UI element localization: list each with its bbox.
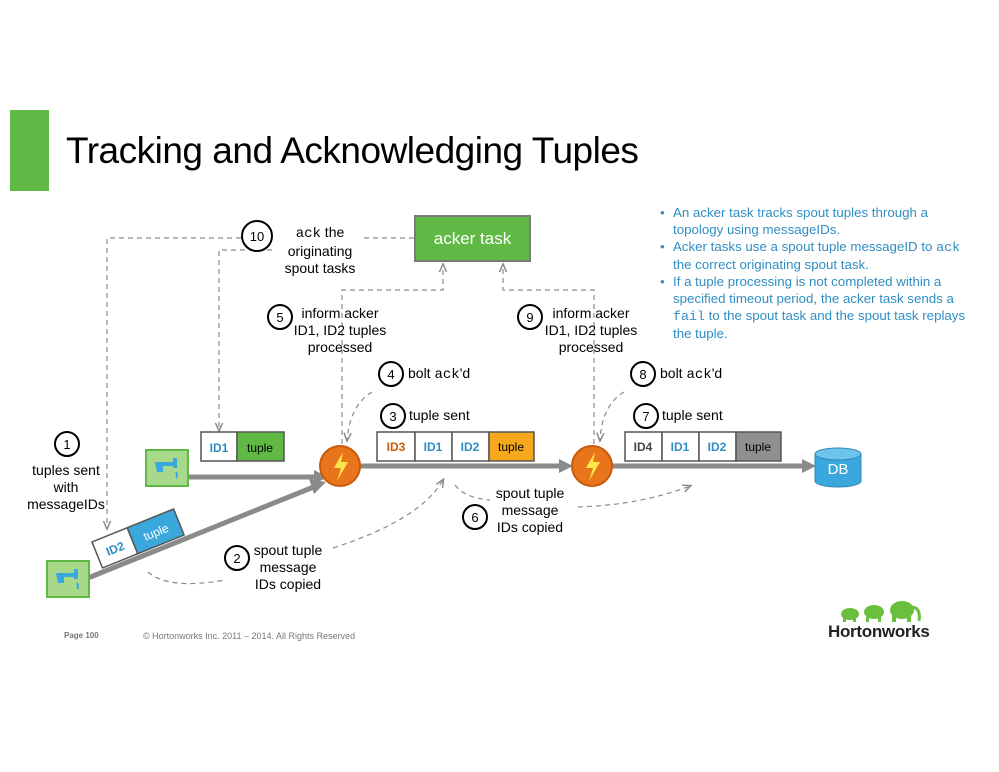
bullet-3: If a tuple processing is not completed w… (660, 273, 980, 342)
db-label: DB (828, 461, 849, 478)
acker-task-box: acker task (414, 215, 531, 262)
svg-text:ID1: ID1 (671, 440, 690, 454)
slide-title: Tracking and Acknowledging Tuples (66, 130, 639, 171)
bolt-icon-2 (571, 445, 613, 487)
svg-text:tuple: tuple (498, 440, 524, 454)
flow-arrow-spout2 (87, 483, 317, 581)
svg-text:ID2: ID2 (461, 440, 480, 454)
step-3-label: tuple sent (409, 407, 470, 423)
tuple-id3: ID3 ID1 ID2 tuple (376, 431, 535, 462)
svg-text:ID1: ID1 (424, 440, 443, 454)
spout-icon-bottom (46, 560, 90, 598)
spout-icon-top (145, 449, 189, 487)
bolt-icon-1 (319, 445, 361, 487)
step-7-badge: 7 (633, 403, 659, 429)
page-number: Page 100 (64, 631, 99, 640)
step-1-badge: 1 (54, 431, 80, 457)
ack-dashed-lines (107, 237, 690, 585)
bullet-1: An acker task tracks spout tuples throug… (660, 204, 980, 238)
svg-text:ID1: ID1 (210, 441, 229, 455)
notes-bullet-list: An acker task tracks spout tuples throug… (660, 204, 980, 342)
svg-text:tuple: tuple (745, 440, 771, 454)
step-8-badge: 8 (630, 361, 656, 387)
hortonworks-elephants-logo (841, 601, 921, 622)
copyright-text: © Hortonworks Inc. 2011 – 2014. All Righ… (143, 631, 356, 641)
step-9-badge: 9 (517, 304, 543, 330)
svg-text:ID2: ID2 (104, 539, 127, 559)
step-4-badge: 4 (378, 361, 404, 387)
svg-text:ID4: ID4 (634, 440, 653, 454)
step-2-badge: 2 (224, 545, 250, 571)
accent-bar (10, 110, 49, 191)
step-7-label: tuple sent (662, 407, 723, 423)
database-icon: DB (814, 447, 862, 488)
bullet-2: Acker tasks use a spout tuple messageID … (660, 238, 980, 273)
step-5-badge: 5 (267, 304, 293, 330)
svg-text:tuple: tuple (247, 441, 273, 455)
step-6-badge: 6 (462, 504, 488, 530)
step-4-label: bolt ack'd (408, 365, 471, 383)
step-10-badge: 10 (241, 220, 273, 252)
svg-text:ID2: ID2 (708, 440, 727, 454)
svg-text:ID3: ID3 (387, 440, 406, 454)
tuple-id1: ID1 tuple (200, 431, 285, 462)
hortonworks-logo-text: Hortonworks (828, 622, 930, 641)
tuple-id4: ID4 ID1 ID2 tuple (624, 431, 782, 462)
tuple-id2: ID2 tuple (91, 508, 186, 569)
step-8-label: bolt ack'd (660, 365, 723, 383)
step-3-badge: 3 (380, 403, 406, 429)
